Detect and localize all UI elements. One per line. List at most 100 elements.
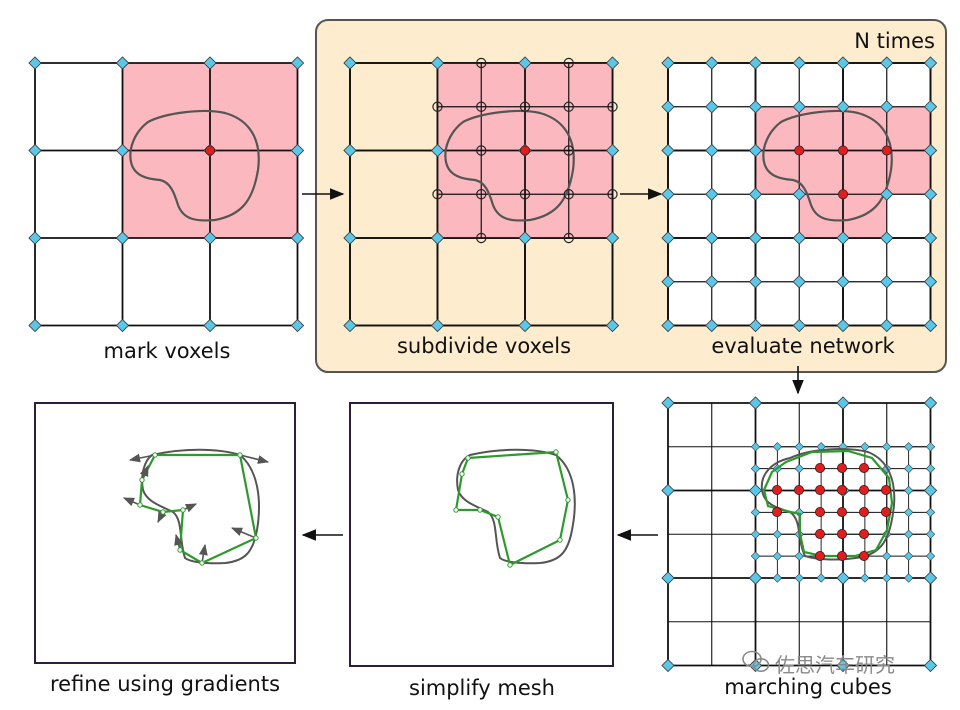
- sample-point: [432, 101, 443, 112]
- label-simplify-mesh: simplify mesh: [409, 676, 555, 700]
- vertex-marker: [880, 56, 894, 70]
- refined-mesh-outline: [138, 453, 258, 565]
- mesh-vertex: [459, 471, 465, 477]
- vertex-marker: [705, 275, 719, 289]
- fine-vertex-marker: [882, 442, 892, 452]
- vertex-marker: [661, 571, 675, 585]
- fine-vertex-marker: [794, 573, 804, 583]
- vertex-marker: [705, 143, 719, 158]
- vertex-marker: [343, 56, 357, 70]
- fine-vertex-marker: [903, 529, 914, 539]
- fine-vertex-marker: [882, 573, 892, 583]
- fine-vertex-marker: [816, 442, 826, 452]
- sample-point: [563, 57, 574, 69]
- vertex-marker: [923, 143, 938, 158]
- panel-frame: [349, 402, 614, 667]
- vertex-marker: [290, 143, 305, 158]
- vertex-marker: [923, 318, 938, 333]
- vertex-marker: [792, 231, 806, 245]
- inside-sample-point: [794, 484, 805, 495]
- mesh-vertex: [177, 547, 183, 553]
- mesh-vertex: [152, 452, 158, 458]
- mesh-vertex: [507, 562, 513, 568]
- inside-sample-point: [859, 506, 870, 517]
- inside-sample-point: [881, 506, 892, 517]
- label-refine-using-gradients: refine using gradients: [50, 672, 280, 696]
- mesh-vertex: [139, 477, 145, 483]
- fine-vertex-marker: [925, 507, 936, 518]
- fine-vertex-marker: [772, 551, 783, 561]
- vertex-marker: [923, 658, 938, 673]
- vertex-marker: [661, 231, 675, 245]
- vertex-marker: [880, 187, 894, 201]
- vertex-marker: [923, 56, 938, 70]
- vertex-marker: [290, 318, 305, 333]
- fine-vertex-marker: [750, 442, 761, 452]
- inside-sample-point: [859, 462, 870, 473]
- label-subdivide-voxels: subdivide voxels: [397, 334, 571, 358]
- vertex-marker: [705, 56, 719, 70]
- sample-point: [476, 232, 487, 244]
- sample-point: [476, 101, 487, 112]
- vertex-marker: [661, 56, 675, 70]
- vertex-marker: [661, 187, 675, 201]
- vertex-marker: [748, 483, 763, 498]
- gradient-arrow: [128, 453, 156, 463]
- vertex-marker: [518, 318, 532, 333]
- fine-vertex-marker: [750, 463, 761, 474]
- sample-point: [563, 189, 574, 200]
- vertex-marker: [661, 396, 675, 410]
- fine-vertex-marker: [772, 529, 783, 539]
- vertex-marker: [836, 396, 850, 410]
- panel-simplify-mesh: [349, 402, 614, 667]
- vertex-marker: [748, 143, 763, 158]
- vertex-marker: [880, 275, 894, 289]
- vertex-marker: [661, 100, 675, 114]
- vertex-marker: [705, 318, 719, 333]
- vertex-marker: [28, 231, 42, 245]
- fine-vertex-marker: [903, 507, 914, 518]
- mesh-vertex: [557, 537, 563, 543]
- vertex-marker: [923, 100, 938, 114]
- inside-sample-point: [838, 145, 849, 156]
- vertex-marker: [880, 100, 894, 114]
- sample-point: [476, 57, 487, 69]
- panel-marching-cubes: [661, 396, 938, 673]
- mesh-vertex: [253, 535, 259, 541]
- fine-vertex-marker: [903, 573, 914, 583]
- vertex-marker: [836, 318, 850, 333]
- vertex-marker: [836, 56, 850, 70]
- vertex-marker: [343, 143, 357, 158]
- inside-sample-point: [815, 506, 826, 517]
- inside-sample-point: [815, 551, 826, 562]
- vertex-marker: [792, 318, 806, 333]
- n-times-label: N times: [854, 29, 935, 53]
- vertex-marker: [115, 56, 130, 70]
- fine-vertex-marker: [903, 442, 914, 452]
- fine-vertex-marker: [860, 573, 870, 583]
- gradient-arrow: [122, 497, 141, 507]
- sample-point: [519, 101, 531, 112]
- fine-vertex-marker: [903, 463, 914, 474]
- inside-sample-point: [772, 484, 783, 495]
- mesh-vertex: [477, 507, 483, 513]
- vertex-marker: [661, 318, 675, 333]
- label-mark-voxels: mark voxels: [104, 339, 231, 363]
- vertex-marker: [605, 231, 620, 245]
- vertex-marker: [792, 100, 806, 114]
- mesh-vertex: [160, 509, 166, 515]
- inside-sample-point: [204, 145, 215, 156]
- inside-sample-point: [859, 529, 870, 540]
- vertex-marker: [748, 56, 763, 70]
- vertex-marker: [748, 318, 763, 333]
- vertex-marker: [792, 275, 806, 289]
- vertex-marker: [748, 231, 763, 245]
- inside-sample-point: [881, 145, 892, 156]
- vertex-marker: [748, 396, 763, 410]
- vertex-marker: [605, 318, 620, 333]
- panel-refine-using-gradients: [34, 402, 296, 664]
- fine-vertex-marker: [772, 442, 783, 452]
- inside-sample-point: [859, 551, 870, 562]
- inside-sample-point: [881, 484, 892, 495]
